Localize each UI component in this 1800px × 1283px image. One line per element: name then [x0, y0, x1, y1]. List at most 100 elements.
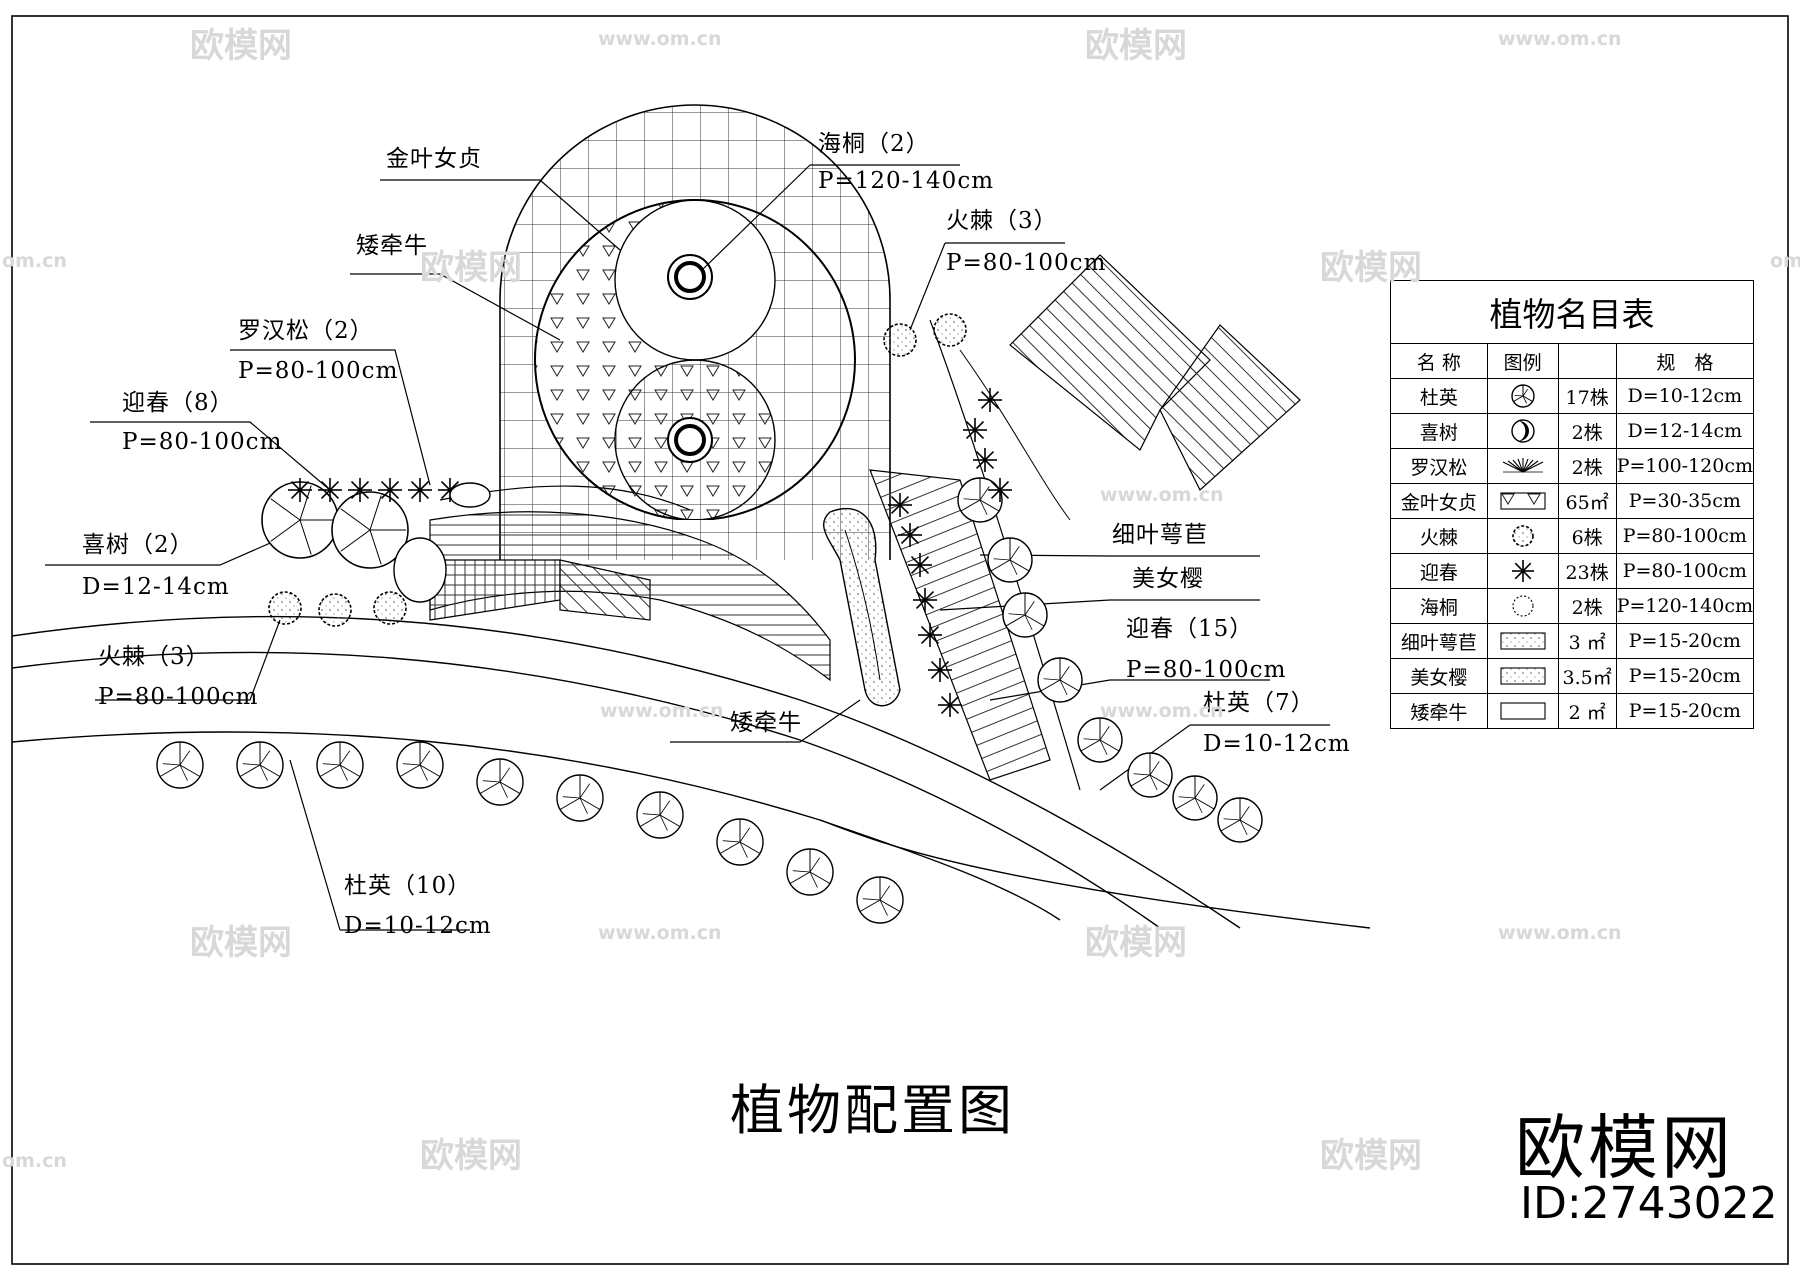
label-huoji-top-name: 火棘（3）: [946, 208, 1058, 234]
brand-id: ID:2743022: [1520, 1178, 1778, 1229]
yingchun-shrub-icon: [908, 553, 932, 577]
duying-tree-icon: [1127, 752, 1173, 798]
label-yingchun8-spec: P=80-100cm: [122, 429, 283, 455]
label-luohansong-spec: P=80-100cm: [238, 358, 399, 384]
plant-qty: 23株: [1557, 553, 1617, 589]
xiyeqianchang-hatch-icon: [1500, 632, 1546, 650]
plant-qty: 2株: [1557, 448, 1617, 484]
label-luohansong-name: 罗汉松（2）: [238, 318, 374, 344]
plant-name: 杜英: [1390, 378, 1488, 414]
huoji-shrub-icon: [883, 323, 917, 357]
plant-legend: [1486, 378, 1559, 414]
duying-tree-icon: [316, 741, 364, 789]
yingchun-shrub-icon: [898, 523, 922, 547]
central-plaza: [499, 104, 891, 560]
watermark-text: om.cn: [2, 250, 67, 272]
watermark-text: www.om.cn: [598, 28, 722, 50]
watermark-text: www.om.cn: [600, 700, 724, 722]
duying-tree-icon: [957, 477, 1003, 523]
plant-spec: P=80-100cm: [1615, 553, 1755, 589]
table-title: 植物名目表: [1390, 280, 1754, 344]
plant-legend: [1486, 483, 1559, 519]
watermark-text: 欧模网: [1320, 1136, 1422, 1176]
label-huoji-left-spec: P=80-100cm: [98, 684, 259, 710]
plant-legend: [1486, 623, 1559, 659]
duying-tree-icon: [1002, 592, 1048, 638]
watermark-text: www.om.cn: [598, 922, 722, 944]
luohansong-symbol-icon: [1502, 458, 1543, 473]
xishu-symbol-icon: [1510, 419, 1535, 443]
yingchun-shrub-icon: [978, 388, 1002, 412]
watermark-text: om.cn: [1770, 250, 1800, 272]
watermark-text: www.om.cn: [1100, 484, 1224, 506]
plant-spec: D=10-12cm: [1615, 378, 1755, 414]
duying-tree-icon: [716, 818, 764, 866]
yingchun-shrub-icon: [888, 493, 912, 517]
plant-name: 金叶女贞: [1390, 483, 1488, 519]
header-legend: 图例: [1486, 343, 1559, 379]
road-edges: [11, 615, 1371, 929]
haitong-symbol-icon: [1512, 595, 1534, 617]
yingchun-shrub-icon: [1511, 560, 1534, 582]
plant-qty: 6株: [1557, 518, 1617, 554]
plant-name: 矮牵牛: [1390, 693, 1488, 729]
yingchun-shrub-icon: [938, 693, 962, 717]
label-yingchun8-name: 迎春（8）: [122, 390, 234, 416]
header-name: 名 称: [1390, 343, 1488, 379]
watermark-text: 欧模网: [1085, 923, 1187, 963]
xishu-tree-icon: [331, 491, 409, 569]
label-meinvying: 美女樱: [1132, 566, 1204, 592]
yingchun-shrub-icon: [973, 448, 997, 472]
plant-legend: [1486, 448, 1559, 484]
duying-tree-icon: [236, 741, 284, 789]
plant-legend: [1486, 588, 1559, 624]
huoji-shrub-icon: [1511, 525, 1534, 547]
huoji-shrub-icon: [933, 313, 967, 347]
yingchun-shrub-icon: [928, 658, 952, 682]
label-xishu-spec: D=12-14cm: [82, 574, 230, 600]
plant-spec: P=120-140cm: [1615, 588, 1755, 624]
duying-tree-icon: [1037, 657, 1083, 703]
plant-qty: 65㎡: [1557, 483, 1617, 519]
label-duying7-spec: D=10-12cm: [1203, 731, 1351, 757]
plant-spec: P=15-20cm: [1615, 658, 1755, 694]
plant-qty: 17株: [1557, 378, 1617, 414]
watermark-text: om.cn: [2, 1150, 67, 1172]
label-duying10-spec: D=10-12cm: [344, 913, 492, 939]
plant-legend: [1486, 518, 1559, 554]
yingchun-shrub-icon: [963, 418, 987, 442]
plant-spec: P=30-35cm: [1615, 483, 1755, 519]
paving-bands: [429, 485, 831, 682]
header-spec: 规 格: [1615, 343, 1755, 379]
header-qty: [1557, 343, 1617, 379]
plant-spec: D=12-14cm: [1615, 413, 1755, 449]
plant-qty: 2株: [1557, 588, 1617, 624]
plant-legend: [1486, 553, 1559, 589]
duying-tree-icon: [556, 774, 604, 822]
huoji-shrub-icon: [373, 591, 407, 625]
aiqianniu-hatch-icon: [1500, 702, 1546, 720]
yingchun-symbol-icon: [1511, 560, 1534, 582]
huoji-shrub-icon: [268, 591, 302, 625]
duying-tree-icon: [987, 537, 1033, 583]
huoji-symbol-icon: [1511, 525, 1534, 547]
label-xiyeqianchang: 细叶萼苣: [1112, 522, 1208, 548]
plant-name: 罗汉松: [1390, 448, 1488, 484]
plant-name: 迎春: [1390, 553, 1488, 589]
huoji-shrub-icon: [318, 593, 352, 627]
plant-symbols: [156, 313, 1263, 924]
watermark-text: 欧模网: [420, 248, 522, 288]
duying-symbol-icon: [1510, 384, 1535, 408]
duying-tree-icon: [476, 758, 524, 806]
plant-legend: [1486, 413, 1559, 449]
drawing-frame: [11, 15, 1789, 1265]
yingchun-shrub-icon: [918, 623, 942, 647]
label-duying10-name: 杜英（10）: [344, 873, 472, 899]
duying-tree-icon: [1510, 384, 1535, 408]
label-xishu-name: 喜树（2）: [82, 532, 194, 558]
watermark-text: 欧模网: [190, 923, 292, 963]
